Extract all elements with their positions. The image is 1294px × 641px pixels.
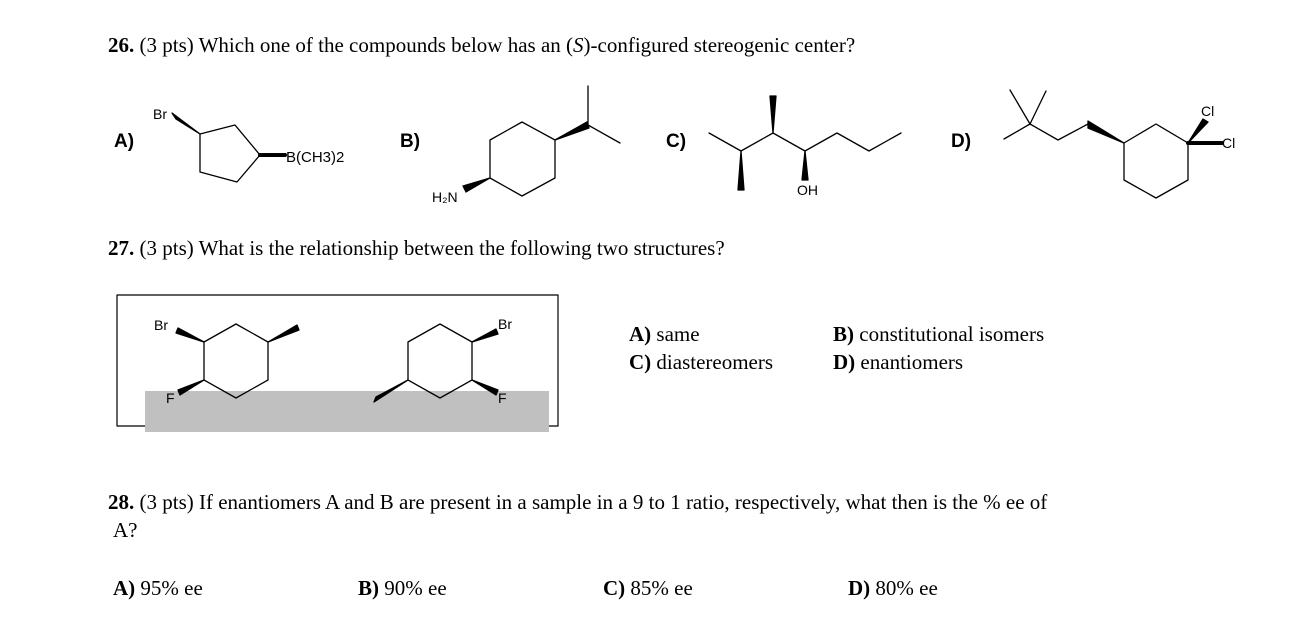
q28-number: 28.: [108, 490, 135, 514]
q27-answer-a-text: same: [651, 322, 700, 346]
q28-answer-d-letter: D): [848, 576, 871, 600]
q27-text: (3 pts) What is the relationship between…: [134, 236, 725, 260]
br-wedge-27r: [471, 328, 499, 343]
cl-top-label-26d: Cl: [1201, 103, 1214, 119]
q26-text-post: )-configured stereogenic center?: [583, 33, 856, 57]
q27-answer-c[interactable]: C) diastereomers: [629, 350, 773, 375]
q27-answer-a-letter: A): [629, 322, 652, 346]
structure-26b: [462, 85, 621, 197]
oh-label-26c: OH: [797, 182, 818, 198]
f-wedge-27r: [471, 379, 499, 396]
tbutyl-arm-3: [1003, 123, 1031, 140]
isopropyl-wedge-bond: [554, 121, 590, 141]
structure-27-left: [175, 323, 300, 399]
q28-answer-b[interactable]: B) 90% ee: [358, 576, 447, 601]
q28-answer-a-letter: A): [113, 576, 136, 600]
q26-option-a-label: A): [114, 131, 135, 152]
cyclohexane-ring-27l: [203, 323, 269, 399]
q26-number: 26.: [108, 33, 135, 57]
q28-answer-a-text: 95% ee: [135, 576, 203, 600]
q28-answer-a[interactable]: A) 95% ee: [113, 576, 203, 601]
cyclohexane-ring-d: [1123, 123, 1189, 199]
q26-option-d-label: D): [951, 131, 972, 152]
ring-wedge-bond: [1087, 120, 1125, 144]
f-label-27l: F: [166, 390, 175, 406]
q28-answer-d[interactable]: D) 80% ee: [848, 576, 938, 601]
cyclohexane-ring-27r: [407, 323, 473, 399]
structure-26a: [171, 112, 288, 183]
q27-answer-a[interactable]: A) same: [629, 322, 700, 347]
q27-answer-b-letter: B): [833, 322, 854, 346]
q26-prompt: 26. (3 pts) Which one of the compounds b…: [108, 33, 855, 58]
hydroxyl-wedge: [801, 150, 809, 181]
chain-d: [1029, 123, 1089, 141]
methyl-wedge-27r: [373, 379, 409, 403]
isopropyl-branch-right: [587, 124, 621, 144]
q27-answer-d-letter: D): [833, 350, 856, 374]
q28-answer-c-text: 85% ee: [625, 576, 693, 600]
br-label-27r: Br: [498, 316, 512, 332]
q26-text-pre: (3 pts) Which one of the compounds below…: [134, 33, 574, 57]
structure-27-right: [373, 323, 499, 403]
q28-prompt-line1: 28. (3 pts) If enantiomers A and B are p…: [108, 490, 1047, 515]
q26-option-c-label: C): [666, 131, 687, 152]
methyl-wedge-27l: [267, 324, 300, 343]
amine-wedge-bond: [462, 177, 491, 193]
q27-answer-c-text: diastereomers: [651, 350, 774, 374]
f-wedge-27l: [177, 379, 205, 396]
q27-shaded-band: [145, 391, 549, 432]
cl-side-label-26d: Cl: [1222, 135, 1235, 151]
q27-answer-b-text: constitutional isomers: [854, 322, 1045, 346]
cyclopentane-ring: [199, 124, 261, 183]
methyl-wedge-left: [737, 150, 745, 191]
q28-prompt-line2: A?: [113, 518, 138, 542]
br-wedge-bond-body: [171, 112, 201, 135]
q27-answer-b[interactable]: B) constitutional isomers: [833, 322, 1044, 347]
cl-wedge-bond: [1187, 118, 1209, 144]
br-label-26a: Br: [153, 106, 167, 122]
q27-answer-c-letter: C): [629, 350, 652, 374]
q26-option-b-label: B): [400, 131, 421, 152]
q27-prompt: 27. (3 pts) What is the relationship bet…: [108, 236, 725, 261]
q28-answer-b-letter: B): [358, 576, 379, 600]
q28-answer-b-text: 90% ee: [379, 576, 447, 600]
q28-answer-c[interactable]: C) 85% ee: [603, 576, 693, 601]
q27-number: 27.: [108, 236, 135, 260]
structure-26c: [708, 95, 902, 191]
q28-answer-d-text: 80% ee: [870, 576, 938, 600]
q27-answer-d-text: enantiomers: [855, 350, 964, 374]
br-label-27l: Br: [154, 317, 168, 333]
q28-answer-c-letter: C): [603, 576, 626, 600]
tbutyl-arm-1: [1009, 89, 1031, 125]
f-label-27r: F: [498, 390, 507, 406]
q27-answer-d[interactable]: D) enantiomers: [833, 350, 963, 375]
structure-26d: [1003, 89, 1224, 199]
h2n-label-26b: H₂N: [432, 189, 458, 205]
br-wedge-27l: [175, 327, 205, 343]
cyclohexane-ring-b: [489, 121, 556, 197]
q28-line1: (3 pts) If enantiomers A and B are prese…: [134, 490, 1048, 514]
methyl-wedge-top: [769, 95, 777, 134]
q26-text-em: S: [573, 33, 584, 57]
tbutyl-arm-2: [1029, 90, 1047, 125]
main-chain-c: [708, 132, 902, 152]
bch3-label-26a: B(CH3)2: [286, 149, 344, 166]
